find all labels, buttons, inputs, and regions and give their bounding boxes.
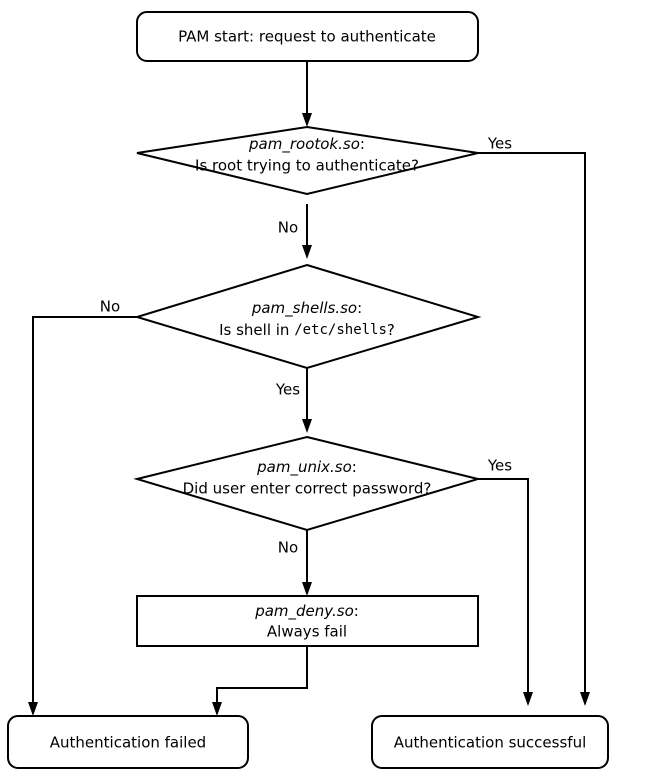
arrow-head [212,702,222,716]
deny-module-label: pam_deny.so: [254,602,359,621]
failed-label: Authentication failed [50,734,206,752]
deny-module-text: pam_deny.so [254,602,354,621]
deny-box [136,595,479,647]
shells-question-label: Is shell in /etc/shells? [219,321,395,339]
successful-label: Authentication successful [394,734,587,752]
arrow-head [580,692,590,706]
edge-rootok-no-to-shells: No [278,204,312,259]
node-decision-rootok: pam_rootok.so: Is root trying to authent… [136,125,479,196]
node-decision-shells: pam_shells.so: Is shell in /etc/shells? [133,263,482,370]
unix-diamond [133,435,482,532]
arrow-head [302,419,312,433]
rootok-diamond [136,125,479,196]
edge-label-rootok-no: No [278,219,298,237]
arrow-head [302,582,312,596]
node-start: PAM start: request to authenticate [136,11,479,62]
arrow-head [28,702,38,716]
deny-question-label: Always fail [267,623,347,641]
shells-question-path: /etc/shells [294,322,387,338]
shells-colon: : [357,299,362,317]
node-decision-unix: pam_unix.so: Did user enter correct pass… [133,435,482,532]
unix-colon: : [352,458,357,476]
unix-module-text: pam_unix.so [256,458,352,477]
start-label: PAM start: request to authenticate [178,28,436,46]
edge-label-unix-yes: Yes [487,457,512,475]
edge-line [478,152,586,696]
arrow-head [523,692,533,706]
rootok-module-text: pam_rootok.so [248,135,360,154]
edge-start-to-rootok [302,61,312,127]
rootok-module-label: pam_rootok.so: [248,135,365,154]
edge-unix-no-to-deny: No [278,530,312,596]
edge-unix-yes-to-successful: Yes [478,457,533,706]
edge-line [478,478,529,696]
node-end-failed: Authentication failed [7,715,249,769]
rootok-question-label: Is root trying to authenticate? [195,157,419,175]
edge-label-shells-yes: Yes [275,381,300,399]
shells-question-suffix: ? [387,321,395,339]
shells-question-prefix: Is shell in [219,321,294,339]
deny-colon: : [354,602,359,620]
edge-shells-no-to-failed: No [28,298,137,716]
arrow-head [302,113,312,127]
edge-label-shells-no: No [100,298,120,316]
node-process-deny: pam_deny.so: Always fail [136,595,479,647]
edge-line [32,316,137,706]
failed-box [7,715,249,769]
arrow-head [302,245,312,259]
successful-box [371,715,609,769]
edge-shells-yes-to-unix: Yes [275,368,312,433]
shells-diamond [133,263,482,370]
edge-deny-to-failed [212,646,308,716]
edge-label-unix-no: No [278,539,298,557]
rootok-colon: : [360,135,365,153]
edge-rootok-yes-to-successful: Yes [478,135,590,706]
edge-label-rootok-yes: Yes [487,135,512,153]
shells-module-text: pam_shells.so [251,299,357,318]
shells-module-label: pam_shells.so: [251,299,362,318]
node-end-successful: Authentication successful [371,715,609,769]
unix-module-label: pam_unix.so: [256,458,357,477]
edge-line [216,646,308,706]
unix-question-label: Did user enter correct password? [183,480,432,498]
start-box [136,11,479,62]
